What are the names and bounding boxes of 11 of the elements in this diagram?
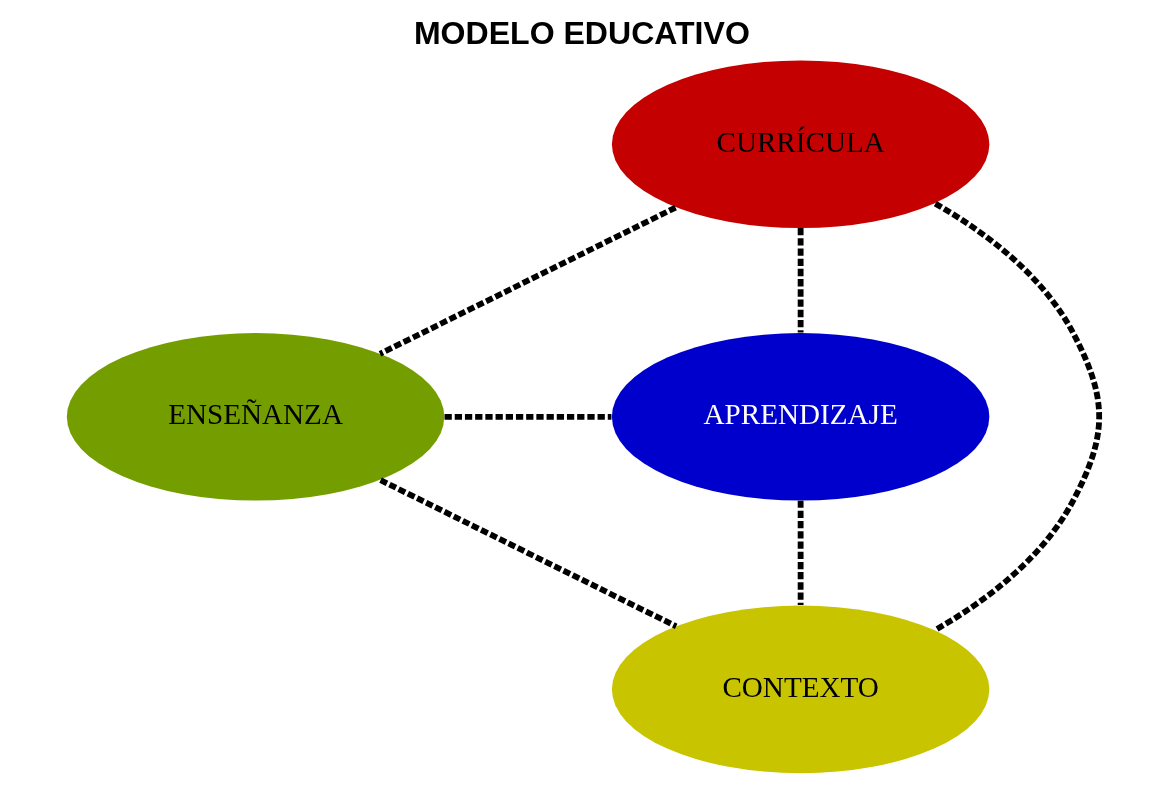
connector: [378, 477, 677, 629]
connector: [933, 201, 1102, 633]
connector: [378, 205, 677, 357]
node-ellipse: ENSEÑANZA: [66, 333, 444, 501]
node-ellipse: CURRÍCULA: [611, 60, 989, 229]
connector: [797, 500, 804, 606]
connector: [444, 413, 611, 420]
connector: [797, 228, 804, 333]
node-ellipse: APRENDIZAJE: [611, 333, 989, 501]
node-ellipse: CONTEXTO: [611, 605, 989, 774]
diagram-title: MODELO EDUCATIVO: [413, 14, 750, 51]
